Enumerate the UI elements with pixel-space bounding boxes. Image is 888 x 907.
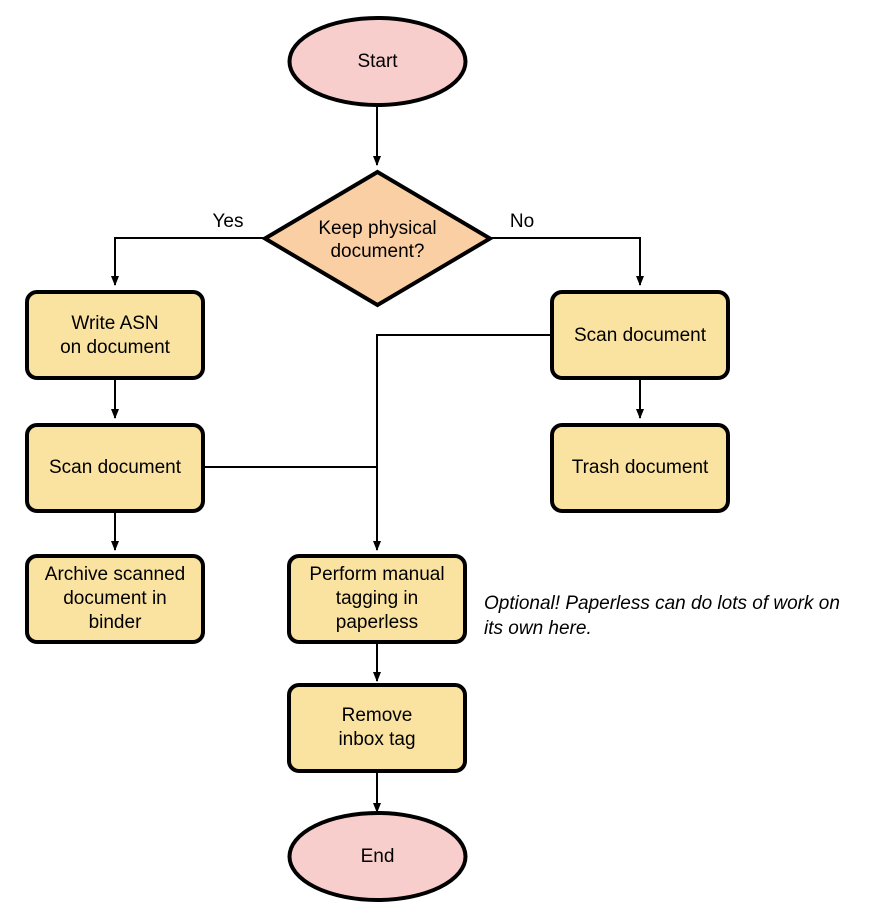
decision-label-line1: Keep physical	[318, 218, 436, 239]
scan-document-left-label: Scan document	[49, 457, 182, 478]
write-asn-label-line1: Write ASN	[71, 313, 158, 334]
scan-document-right-box[interactable]	[550, 290, 730, 380]
end-label: End	[361, 846, 395, 867]
decision-label-line2: document?	[330, 241, 424, 262]
archive-label-line3: binder	[89, 612, 142, 633]
remove-inbox-label-line1: Remove	[342, 705, 413, 726]
remove-inbox-tag-box[interactable]	[287, 683, 467, 773]
manual-tagging-box[interactable]	[287, 554, 467, 644]
end-ellipse[interactable]	[287, 811, 468, 902]
trash-document-label: Trash document	[572, 457, 709, 478]
manual-tagging-label-line3: paperless	[336, 612, 418, 633]
note-line-1: Optional! Paperless can do lots of work …	[484, 593, 840, 614]
note-line-2: its own here.	[484, 618, 592, 639]
edge-scan-right-to-manual-tagging	[373, 334, 552, 551]
node-write-asn-on-document[interactable]: Write ASN on document	[25, 290, 205, 380]
node-trash-document[interactable]: Trash document	[550, 423, 730, 513]
archive-label-line1: Archive scanned	[45, 564, 185, 585]
write-asn-box[interactable]	[25, 290, 205, 380]
edges-layer	[111, 105, 644, 813]
archive-box[interactable]	[25, 554, 205, 644]
decision-diamond[interactable]	[261, 169, 494, 308]
annotation-note: Optional! Paperless can do lots of work …	[484, 593, 840, 639]
node-end[interactable]: End	[287, 811, 468, 902]
edge-decision-yes-to-write-asn	[111, 237, 265, 286]
write-asn-label-line2: on document	[60, 337, 171, 358]
node-scan-document-left[interactable]: Scan document	[25, 423, 205, 513]
archive-label-line2: document in	[63, 588, 167, 609]
start-ellipse[interactable]	[287, 16, 468, 107]
node-remove-inbox-tag[interactable]: Remove inbox tag	[287, 683, 467, 773]
manual-tagging-label-line2: tagging in	[336, 588, 418, 609]
scan-document-right-label: Scan document	[574, 325, 707, 346]
manual-tagging-label-line1: Perform manual	[309, 564, 444, 585]
edge-label-no: No	[510, 211, 534, 232]
edge-label-yes: Yes	[213, 211, 244, 232]
node-start[interactable]: Start	[287, 16, 468, 107]
start-label: Start	[357, 51, 398, 72]
node-scan-document-right[interactable]: Scan document	[550, 290, 730, 380]
trash-document-box[interactable]	[550, 423, 730, 513]
node-archive-scanned-document[interactable]: Archive scanned document in binder	[25, 554, 205, 644]
edge-decision-no-to-scan-right	[490, 237, 644, 286]
scan-document-left-box[interactable]	[25, 423, 205, 513]
remove-inbox-label-line2: inbox tag	[338, 729, 415, 750]
node-decision-keep-physical-document[interactable]: Keep physical document?	[261, 169, 494, 308]
node-perform-manual-tagging[interactable]: Perform manual tagging in paperless	[287, 554, 467, 644]
